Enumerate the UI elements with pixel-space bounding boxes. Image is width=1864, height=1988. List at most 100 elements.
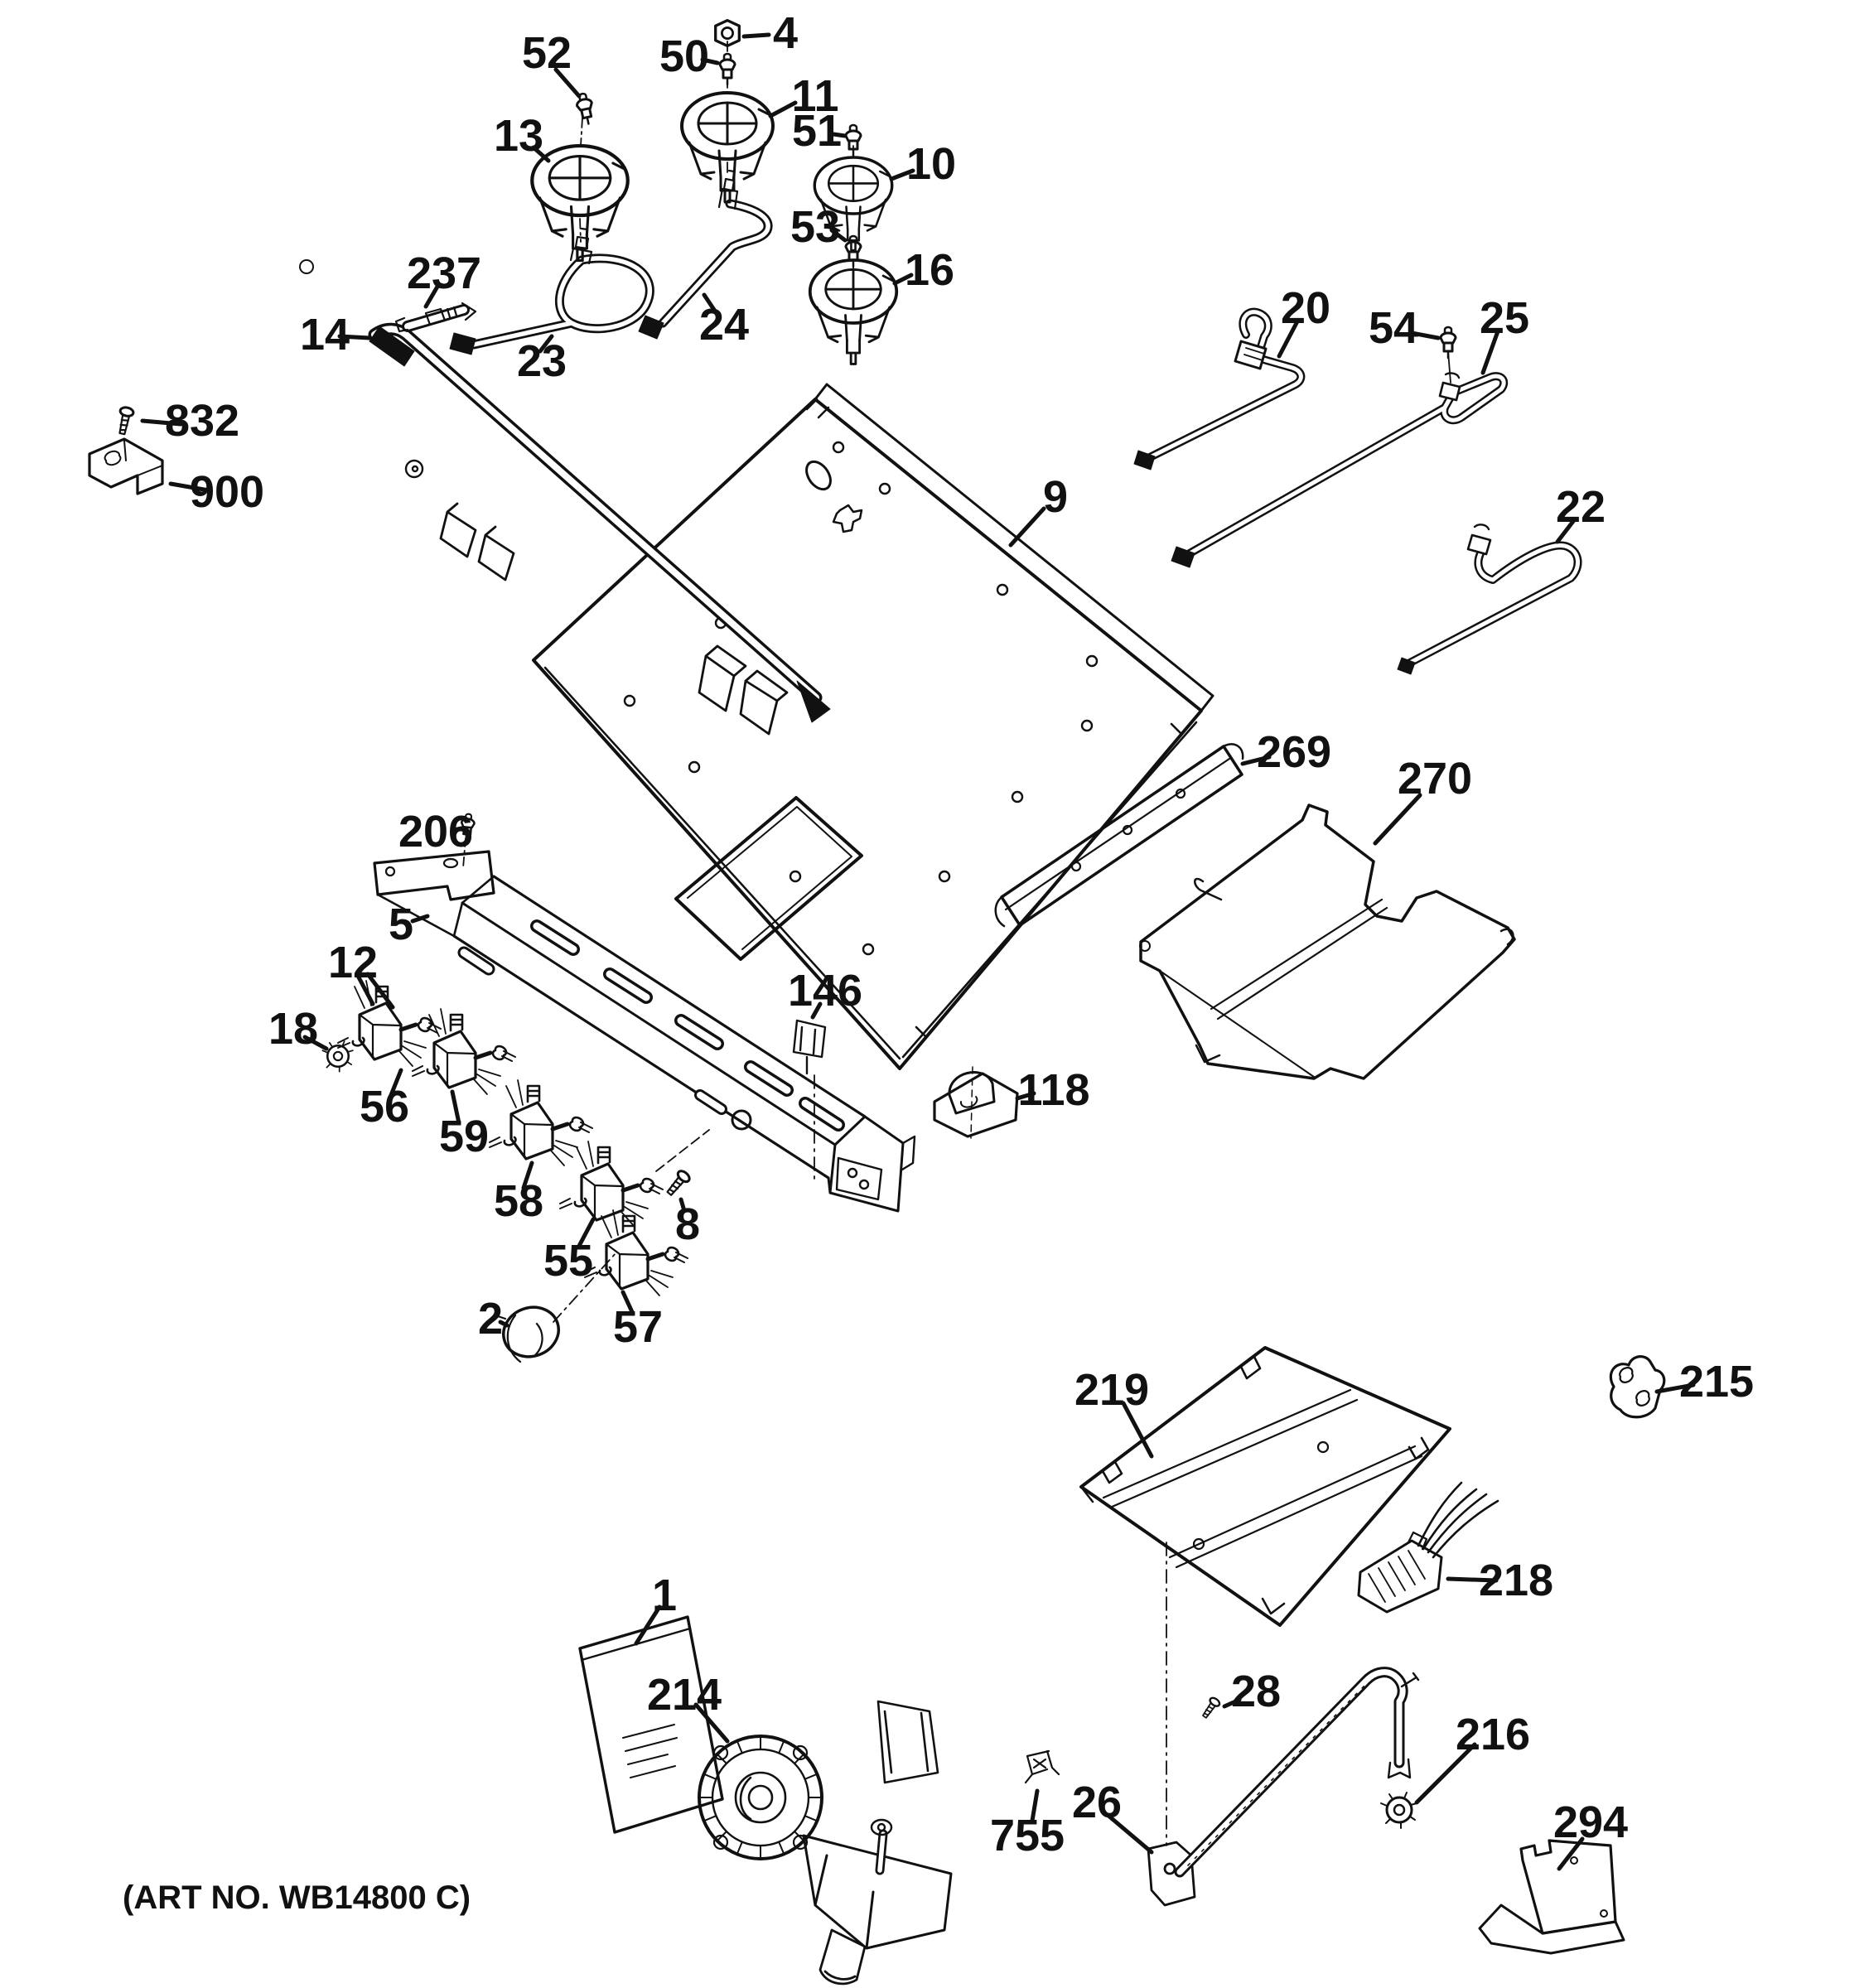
manifold-slots-inner bbox=[533, 922, 843, 1129]
tube-24-inner bbox=[660, 201, 770, 326]
parts-layer bbox=[88, 41, 1666, 1986]
support-118-hole bbox=[959, 1096, 978, 1108]
bar-269-holes bbox=[1070, 788, 1186, 872]
knob-2 bbox=[502, 1305, 560, 1358]
tube-20-outer bbox=[1146, 307, 1306, 461]
dash-screw8 bbox=[655, 1129, 710, 1172]
leader-line bbox=[889, 168, 915, 181]
main-panel-tabs-rear bbox=[698, 644, 789, 736]
bar-269 bbox=[1000, 745, 1243, 927]
heat-shield-270-hole bbox=[1139, 940, 1315, 1078]
screw-50 bbox=[718, 52, 736, 86]
bracket-294-holes bbox=[1570, 1856, 1608, 1918]
manifold-left-face bbox=[376, 875, 495, 938]
manifold-oval2-inner bbox=[697, 1092, 725, 1112]
leader-line bbox=[1414, 1742, 1477, 1805]
bracket-215 bbox=[1609, 1355, 1666, 1419]
callout-57: 57 bbox=[613, 1302, 663, 1352]
callout-59: 59 bbox=[439, 1112, 489, 1161]
tube-22-outer bbox=[1406, 541, 1582, 667]
leader-line bbox=[337, 334, 372, 340]
leader-line bbox=[831, 132, 847, 138]
gas-valve-12-56 bbox=[338, 981, 441, 1066]
tube-22-inner bbox=[1408, 543, 1580, 665]
leader-line bbox=[1121, 1401, 1154, 1459]
main-panel-cutout bbox=[674, 796, 863, 961]
leader-line bbox=[810, 1001, 823, 1020]
support-118-base bbox=[933, 1072, 1019, 1138]
shield-219-tab bbox=[1079, 1485, 1286, 1615]
leader-line bbox=[1015, 1091, 1036, 1101]
leader-line bbox=[1480, 329, 1500, 375]
callout-10: 10 bbox=[906, 139, 956, 189]
clip-146 bbox=[792, 1019, 827, 1075]
tube-20-inner bbox=[1147, 310, 1303, 460]
leader-line bbox=[768, 100, 798, 118]
callout-269: 269 bbox=[1257, 727, 1331, 777]
callout-14: 14 bbox=[300, 310, 350, 359]
manifold-oval1-inner bbox=[460, 948, 493, 973]
screw-54 bbox=[1439, 326, 1457, 359]
callout-294: 294 bbox=[1553, 1797, 1628, 1847]
igniter-237-inner bbox=[404, 306, 467, 330]
leader-line bbox=[423, 284, 440, 309]
shield-219 bbox=[1079, 1346, 1451, 1627]
tube-25-end bbox=[1171, 546, 1195, 568]
leader-line bbox=[365, 972, 395, 1010]
gas-valve-59 bbox=[413, 1009, 515, 1094]
manifold-round-hole bbox=[731, 1109, 752, 1131]
callout-237: 237 bbox=[407, 248, 481, 298]
leader-line bbox=[450, 1089, 461, 1126]
tube-24-end-fitting bbox=[638, 315, 664, 340]
tube-26-hatch bbox=[1187, 1682, 1368, 1866]
screw-832 bbox=[114, 405, 136, 437]
leader-line bbox=[1373, 793, 1422, 846]
main-panel-right-flange bbox=[901, 721, 1198, 1059]
art-number-text: (ART NO. WB14800 C) bbox=[123, 1879, 471, 1916]
leader-line bbox=[1557, 1836, 1585, 1871]
nut-18 bbox=[321, 1040, 355, 1073]
gas-valve-57 bbox=[585, 1210, 688, 1296]
shield-219-notches bbox=[1101, 1355, 1430, 1484]
leader-line bbox=[678, 1197, 687, 1214]
leader-line bbox=[538, 334, 554, 354]
screw-51 bbox=[844, 123, 862, 157]
callout-20: 20 bbox=[1281, 283, 1330, 333]
tube-23-top-fitting bbox=[569, 227, 593, 265]
callout-11: 11 bbox=[791, 71, 838, 121]
callout-18: 18 bbox=[268, 1004, 318, 1054]
callout-118: 118 bbox=[1017, 1065, 1089, 1115]
callout-28: 28 bbox=[1231, 1667, 1281, 1716]
leader-line bbox=[1555, 518, 1577, 544]
callout-24: 24 bbox=[699, 300, 749, 350]
callout-12: 12 bbox=[328, 938, 378, 987]
regulator-214-ears bbox=[712, 1744, 809, 1850]
tube-26-inner bbox=[1176, 1669, 1406, 1875]
callout-218: 218 bbox=[1479, 1556, 1553, 1605]
support-118-center bbox=[970, 1066, 973, 1139]
callout-58: 58 bbox=[494, 1176, 543, 1226]
tube-brackets-front bbox=[439, 502, 515, 581]
literature-1 bbox=[578, 1615, 724, 1834]
regulator-214-bracket bbox=[876, 1700, 939, 1784]
grommet bbox=[404, 459, 424, 479]
dash-206 bbox=[462, 837, 466, 869]
leader-line bbox=[702, 292, 720, 317]
gas-valve-55 bbox=[560, 1141, 663, 1227]
callout-832: 832 bbox=[165, 396, 239, 446]
leader-line bbox=[1654, 1382, 1696, 1394]
regulator-214-core bbox=[734, 1771, 787, 1824]
callout-8: 8 bbox=[675, 1199, 700, 1249]
leader-line bbox=[389, 1068, 403, 1098]
leader-line bbox=[892, 273, 914, 286]
leader-line bbox=[531, 145, 551, 163]
leader-line bbox=[741, 32, 771, 39]
callout-219: 219 bbox=[1074, 1365, 1149, 1415]
callout-1: 1 bbox=[652, 1571, 677, 1620]
literature-1-text bbox=[622, 1724, 678, 1778]
bar-269-ends bbox=[994, 743, 1244, 928]
leader-line bbox=[452, 826, 464, 832]
tube-25-injector bbox=[1438, 381, 1461, 402]
tube-20-end bbox=[1133, 450, 1156, 470]
manifold-front-edge bbox=[461, 901, 837, 1146]
